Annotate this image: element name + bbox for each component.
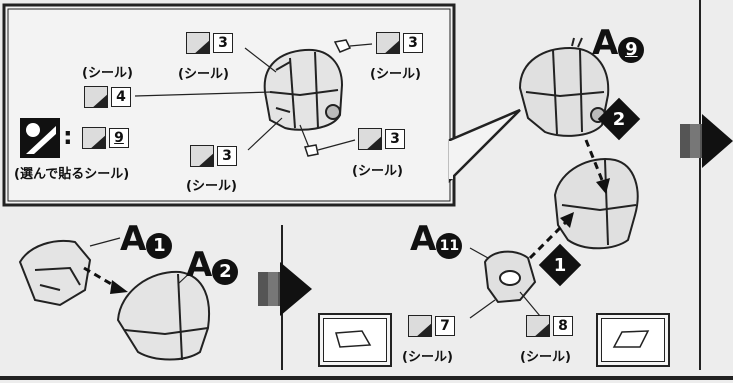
seal-label: (シール): [370, 67, 421, 82]
step-2-marker: 2: [597, 97, 641, 141]
sticker-shape-8: [612, 330, 650, 348]
sticker-number: 3: [385, 129, 405, 149]
seal-label: (シール): [520, 350, 571, 365]
seal-label: (シール): [178, 67, 229, 82]
sticker-preview-7: [318, 313, 392, 367]
sticker-number: 7: [435, 316, 455, 336]
seal-label: (シール): [352, 164, 403, 179]
sticker-ref-3-topleft: 3: [186, 32, 233, 54]
sticker-icon: [84, 86, 108, 108]
sticker-icon: [526, 315, 550, 337]
sticker-number: 3: [217, 146, 237, 166]
part-a1-drawing: [18, 239, 92, 307]
sticker-ref-3-topright: 3: [376, 32, 423, 54]
process-arrow-1: [258, 262, 312, 316]
sticker-icon: [376, 32, 400, 54]
sticker-ref-4: 4: [84, 86, 131, 108]
sticker-icon: [408, 315, 432, 337]
sticker-ref-7: 7: [408, 315, 455, 337]
colon-separator: :: [63, 122, 73, 150]
process-arrow-2: [680, 114, 733, 168]
sticker-preview-8: [596, 313, 670, 367]
sticker-ref-9: 9: [82, 127, 129, 149]
sticker-ref-3-bottomleft: 3: [190, 145, 237, 167]
helmet-base-right-drawing: [553, 158, 639, 250]
sticker-icon: [358, 128, 382, 150]
step-1-marker: 1: [538, 243, 582, 287]
seal-label: (シール): [82, 66, 133, 81]
sticker-number: 9: [109, 128, 129, 148]
leader-lines: [134, 43, 373, 151]
seal-label: (シール): [402, 350, 453, 365]
seal-label: (シール): [186, 179, 237, 194]
sticker-icon: [82, 127, 106, 149]
part-a2-drawing: [116, 270, 210, 361]
sticker-icon: [190, 145, 214, 167]
sticker-ref-3-bottomright: 3: [358, 128, 405, 150]
sticker-icon: [186, 32, 210, 54]
part-a11-drawing: [483, 250, 537, 304]
sticker-number: 4: [111, 87, 131, 107]
choose-sticker-icon: [20, 118, 60, 158]
choose-seal-label: (選んで貼るシール): [14, 167, 130, 182]
sticker-number: 3: [213, 33, 233, 53]
sticker-number: 3: [403, 33, 423, 53]
sticker-ref-8: 8: [526, 315, 573, 337]
sticker-shape-7: [335, 330, 372, 348]
sticker-number: 8: [553, 316, 573, 336]
helmet-detail-drawing: [263, 48, 344, 131]
callout-pointer: [448, 108, 521, 184]
